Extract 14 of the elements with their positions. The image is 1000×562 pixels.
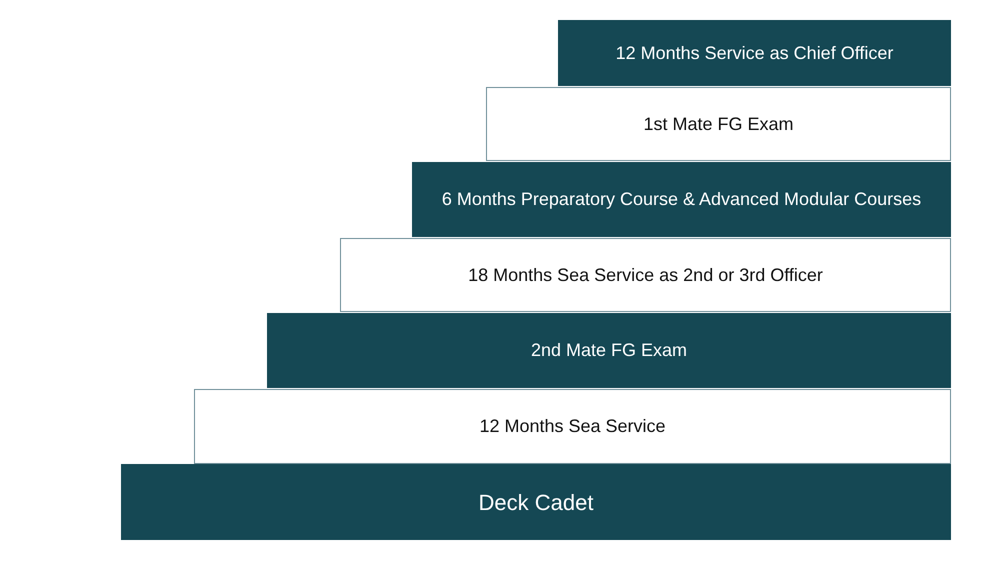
step-box — [267, 313, 951, 388]
step-label: 6 Months Preparatory Course & Advanced Modular Courses — [442, 188, 922, 211]
step-box — [121, 464, 951, 540]
step-box — [340, 238, 951, 312]
step-label: 1st Mate FG Exam — [643, 112, 794, 136]
step-label: Deck Cadet — [478, 488, 594, 516]
step-box — [486, 87, 951, 161]
step-box — [412, 162, 951, 237]
step-box — [558, 20, 951, 86]
step-label: 12 Months Sea Service — [479, 415, 666, 438]
step-label: 2nd Mate FG Exam — [530, 339, 688, 362]
step-box — [194, 389, 951, 464]
step-label: 18 Months Sea Service as 2nd or 3rd Officer — [468, 264, 823, 286]
step-label: 12 Months Service as Chief Officer — [616, 42, 894, 64]
